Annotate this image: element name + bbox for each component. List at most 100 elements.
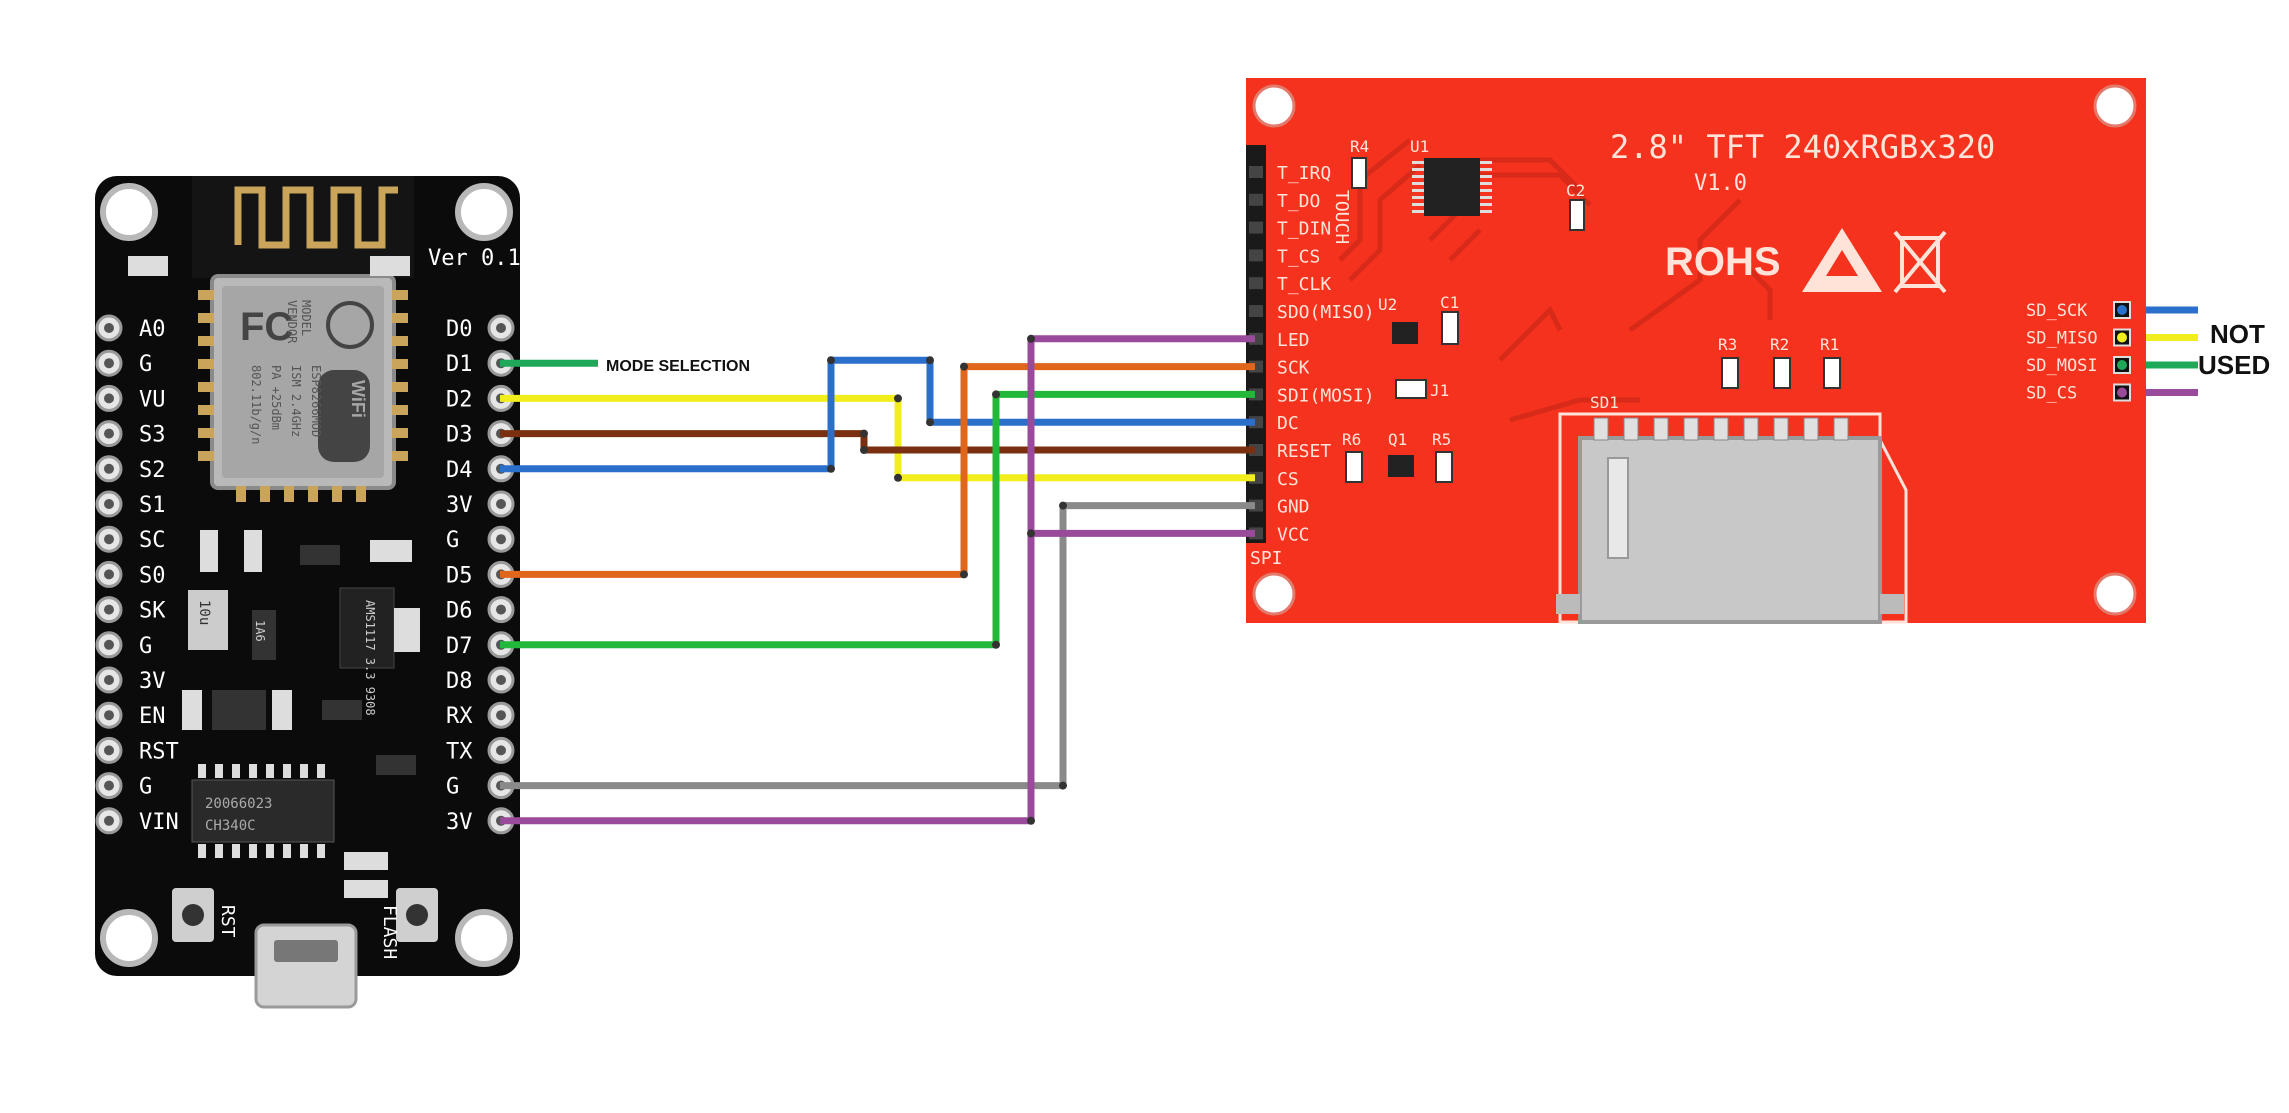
pin-hole-center [104, 393, 114, 404]
ldo-label: 1A6 [253, 620, 267, 642]
right-pin-label: D5 [446, 563, 473, 588]
right-pin-label: 3V [446, 810, 473, 835]
sd-pin-dot [2117, 332, 2127, 343]
sd-card-slot [1556, 412, 1908, 624]
chip-pin [249, 764, 257, 778]
esd-warning-icon-inner [1826, 250, 1858, 276]
rohs-mark: ROHS [1665, 240, 1781, 284]
tft-pin-label: VCC [1277, 524, 1310, 545]
smd-part [244, 530, 262, 572]
chip-pin [300, 844, 308, 858]
wire-junction [960, 570, 968, 579]
pin-hole-center [104, 815, 114, 826]
transistor-q1 [1388, 455, 1414, 477]
right-pin-label: D4 [446, 458, 473, 483]
pin-hole-center [496, 499, 506, 509]
wire-junction [1059, 781, 1067, 790]
flash-button-cap[interactable] [406, 904, 428, 926]
module-pad [198, 359, 214, 369]
chip-pin [1480, 168, 1492, 171]
module-pads [198, 290, 408, 502]
resistor-r2 [1773, 357, 1791, 389]
wire-junction [1027, 529, 1035, 538]
chip-pin [215, 764, 223, 778]
mount-hole [455, 909, 513, 967]
pin-hole-center [496, 745, 506, 756]
header-pin [1249, 193, 1263, 206]
left-pin-label: G [139, 775, 152, 800]
sd-contact [1773, 417, 1789, 441]
sd-pin-dot [2117, 387, 2127, 398]
wire-d5-sck [500, 363, 1255, 578]
cap-label: 10u [196, 600, 212, 625]
right-pin-label: TX [446, 739, 473, 764]
rst-label: RST [217, 905, 238, 938]
module-pad [356, 486, 366, 502]
module-pad [198, 290, 214, 300]
mount-hole [2093, 572, 2137, 616]
right-pin-label: G [446, 775, 459, 800]
module-pad [236, 486, 246, 502]
usb-uart-chip: 20066023 CH340C [191, 764, 335, 858]
module-pad [392, 290, 408, 300]
left-pin-label: S3 [139, 423, 166, 448]
touch-label: TOUCH [1331, 190, 1352, 244]
chip-pin [283, 844, 291, 858]
tft-pin-label: T_DO [1277, 191, 1320, 212]
module-pad [392, 451, 408, 461]
wire-gnd [500, 502, 1255, 790]
sd-contact [1803, 417, 1819, 441]
right-pin-label: D0 [446, 317, 473, 342]
module-pad [198, 451, 214, 461]
label-q1: Q1 [1388, 430, 1407, 449]
chip-pin [300, 764, 308, 778]
left-pin-label: S2 [139, 458, 166, 483]
touch-controller-chip [1424, 158, 1480, 216]
rst-button-cap[interactable] [182, 904, 204, 926]
wifi-logo-text: WiFi [348, 380, 368, 418]
chip-pin [1480, 182, 1492, 185]
capacitor-c1 [1441, 311, 1459, 345]
module-pad [332, 486, 342, 502]
regulator-u2 [1392, 322, 1418, 344]
mount-hole [455, 183, 513, 241]
chip-pin [198, 764, 206, 778]
left-pin-label: S1 [139, 493, 166, 518]
wire-junction [827, 464, 835, 473]
sd-contact [1623, 417, 1639, 441]
pin-hole-center [496, 710, 506, 721]
left-pin-label: RST [139, 739, 179, 764]
ch340-pins [198, 764, 325, 858]
micro-usb-socket [274, 940, 338, 962]
right-pin-label: D1 [446, 352, 473, 377]
flash-label: FLASH [379, 905, 400, 959]
wire-junction [960, 362, 968, 371]
wire-junction [992, 390, 1000, 399]
micro-usb-port[interactable] [254, 923, 358, 1009]
chip-pin [1412, 189, 1424, 192]
module-pad [198, 382, 214, 392]
left-pin-label: VIN [139, 810, 179, 835]
left-pin-label: G [139, 634, 152, 659]
chip-pin [1412, 203, 1424, 206]
left-pin-label: EN [139, 704, 166, 729]
pin-hole-center [104, 534, 114, 545]
sd-pin-dot [2117, 360, 2127, 370]
ch340-code: 20066023 [205, 796, 272, 812]
board-version: Ver 0.1 [428, 246, 521, 271]
label-c2: C2 [1566, 181, 1585, 200]
tft-pin-labels: T_IRQT_DOT_DINT_CST_CLKSDO(MISO)LEDSCKSD… [1249, 163, 1375, 545]
module-pad [392, 382, 408, 392]
pin-hole-center [496, 604, 506, 615]
pin-hole-center [104, 428, 114, 439]
label-r5: R5 [1432, 430, 1451, 449]
pin-hole-center [104, 463, 114, 474]
module-pad [392, 428, 408, 438]
pin-hole-center [496, 675, 506, 685]
wire-junction [894, 394, 902, 403]
smd-part [344, 880, 388, 898]
right-pin-label: D2 [446, 387, 473, 412]
ch340-body [191, 779, 335, 843]
module-text-line: PA +25dBm [269, 365, 283, 430]
sd-contact [1713, 417, 1729, 441]
